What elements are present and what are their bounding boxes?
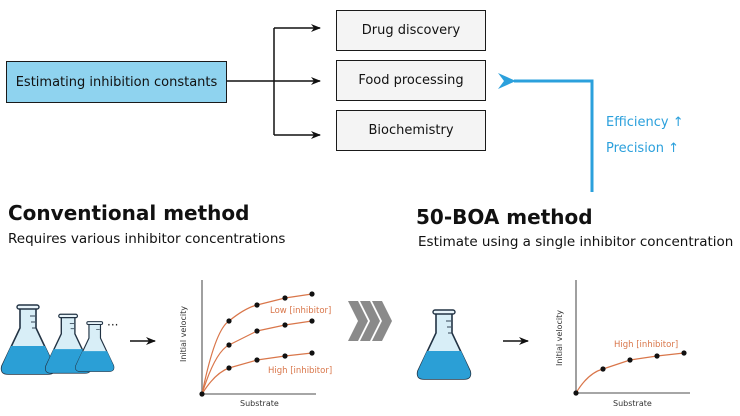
flask-icon [75, 321, 115, 372]
y-axis-label: Initial velocity [179, 306, 188, 362]
label-low-inhibitor: Low [inhibitor] [270, 306, 331, 316]
more-flasks-ellipsis: ··· [107, 318, 119, 332]
data-point [654, 353, 660, 359]
application-box-biochemistry: Biochemistry [336, 110, 486, 151]
chevron-right-icon [348, 301, 392, 341]
data-point [681, 350, 687, 356]
data-point [282, 295, 288, 301]
precision-label: Precision ↑ [606, 141, 680, 156]
data-point [573, 390, 579, 396]
curve-high-inhibitor [575, 352, 685, 394]
source-box: Estimating inhibition constants [6, 61, 227, 103]
flask-icon [416, 309, 472, 380]
data-point [282, 353, 288, 359]
y-axis-label: Initial velocity [555, 310, 564, 366]
data-point [254, 357, 260, 363]
curve-mid-inhibitor [201, 320, 313, 395]
application-box-food-processing: Food processing [336, 60, 486, 101]
label-high-inhibitor: High [inhibitor] [614, 340, 678, 350]
boa-method-title: 50-BOA method [416, 205, 593, 229]
conventional-method-title: Conventional method [8, 201, 250, 225]
conventional-method-subtitle: Requires various inhibitor concentration… [8, 231, 286, 247]
data-point [309, 350, 315, 356]
application-label: Food processing [358, 73, 464, 88]
data-point [600, 366, 606, 372]
data-point [226, 365, 232, 371]
data-point [309, 291, 315, 297]
conventional-flasks [0, 304, 115, 375]
application-label: Biochemistry [368, 123, 454, 138]
data-point [226, 342, 232, 348]
source-box-label: Estimating inhibition constants [15, 74, 218, 90]
curve-high-inhibitor [201, 352, 313, 395]
data-point [226, 318, 232, 324]
data-point [199, 391, 205, 397]
boa-method-subtitle: Estimate using a single inhibitor concen… [418, 234, 734, 250]
application-box-drug-discovery: Drug discovery [336, 10, 486, 51]
application-label: Drug discovery [361, 23, 461, 38]
label-high-inhibitor: High [inhibitor] [268, 366, 332, 376]
boa-flask [416, 309, 472, 380]
data-point [282, 322, 288, 328]
data-point [254, 302, 260, 308]
efficiency-label: Efficiency ↑ [606, 115, 684, 130]
data-point [627, 357, 633, 363]
boa-velocity-chart: Initial velocity Substrate High [inhibit… [555, 280, 690, 408]
data-point [254, 328, 260, 334]
x-axis-label: Substrate [613, 399, 652, 408]
data-point [309, 318, 315, 324]
improvement-arrow [498, 73, 594, 192]
flask-icon [0, 304, 56, 375]
x-axis-label: Substrate [240, 399, 279, 408]
conventional-velocity-chart: Initial velocity Substrate Low [inhibito… [179, 280, 332, 408]
